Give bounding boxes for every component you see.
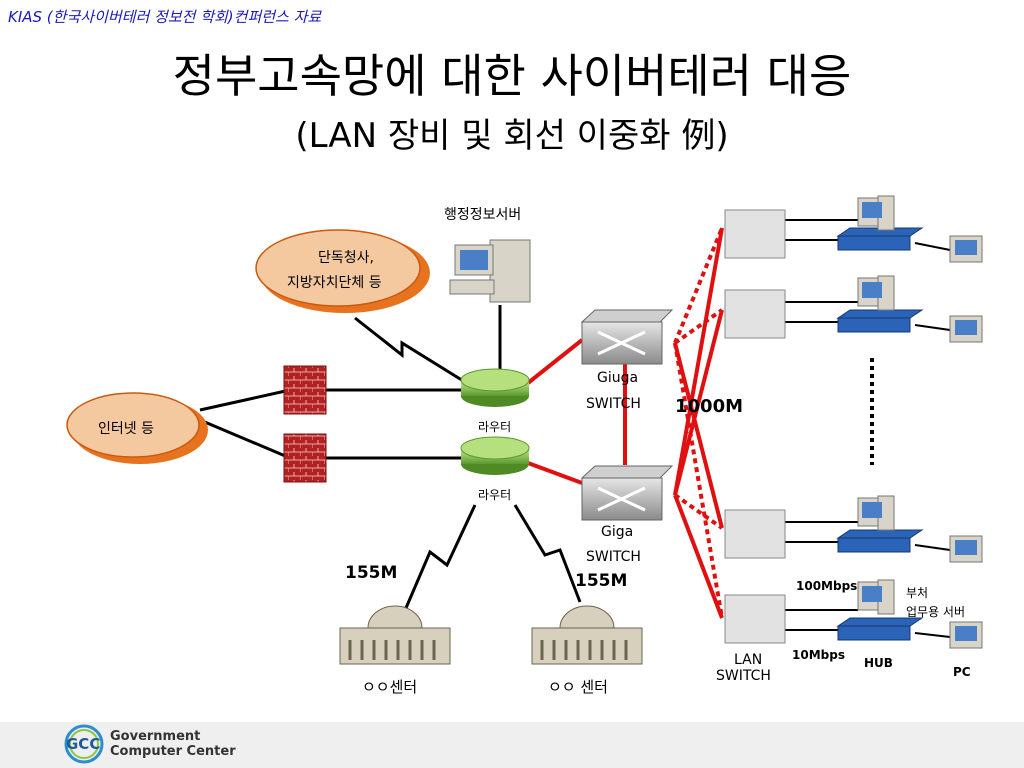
speed-10mbps-label: 10Mbps bbox=[792, 648, 845, 662]
dept-server-label-2: 업무용 서버 bbox=[906, 605, 966, 619]
red-links bbox=[526, 227, 724, 619]
page-subtitle: (LAN 장비 및 회선 이중화 例) bbox=[295, 116, 729, 156]
switch-icon bbox=[580, 309, 674, 521]
cloud-internet-label: 인터넷 등 bbox=[98, 421, 154, 437]
black-links bbox=[199, 305, 582, 623]
cloud-local-label-2: 지방자치단체 등 bbox=[287, 275, 382, 291]
page-title: 정부고속망에 대한 사이버테러 대응 bbox=[172, 49, 852, 103]
giuga-switch-label-2: SWITCH bbox=[586, 396, 641, 412]
center-left-label: ㅇㅇ센터 bbox=[362, 678, 418, 696]
footer-band bbox=[0, 722, 1024, 768]
source-caption: KIAS (한국사이버테러 정보전 학회)컨퍼런스 자료 bbox=[8, 8, 322, 26]
router-2-label: 라우터 bbox=[478, 488, 512, 502]
firewall-icon bbox=[283, 365, 327, 483]
admin-server-label: 행정정보서버 bbox=[444, 207, 522, 223]
router-icon bbox=[460, 368, 530, 475]
hub-label: HUB bbox=[864, 656, 893, 670]
speed-155m-right-label: 155M bbox=[575, 571, 628, 591]
speed-100mbps-label: 100Mbps bbox=[796, 579, 858, 593]
giga-switch-label-2: SWITCH bbox=[586, 549, 641, 565]
dept-server-label-1: 부처 bbox=[906, 586, 929, 600]
lan-switch-label-2: SWITCH bbox=[716, 668, 771, 684]
pc-label: PC bbox=[953, 665, 971, 679]
center-building-icon bbox=[339, 605, 643, 665]
router-1-label: 라우터 bbox=[478, 420, 512, 434]
logo-line-2: Computer Center bbox=[110, 744, 236, 759]
speed-1000m-label: 1000M bbox=[675, 396, 744, 417]
pc-icon bbox=[857, 195, 983, 649]
speed-155m-left-label: 155M bbox=[345, 563, 398, 583]
giga-switch-label-1: Giga bbox=[601, 524, 634, 540]
lan-switch-label-1: LAN bbox=[734, 652, 763, 668]
cloud-internet bbox=[66, 392, 208, 464]
giuga-switch-label-1: Giuga bbox=[597, 370, 639, 386]
server-icon bbox=[449, 239, 531, 303]
logo-mark-text: GCC bbox=[66, 735, 101, 753]
cloud-local-label-1: 단독청사, bbox=[318, 250, 374, 266]
lan-switch-rack bbox=[724, 209, 786, 644]
hub-icon bbox=[836, 227, 924, 641]
center-right-label: ㅇㅇ 센터 bbox=[548, 678, 608, 696]
logo-line-1: Government bbox=[110, 729, 201, 744]
access-links bbox=[785, 219, 951, 638]
cloud-local bbox=[255, 229, 430, 313]
